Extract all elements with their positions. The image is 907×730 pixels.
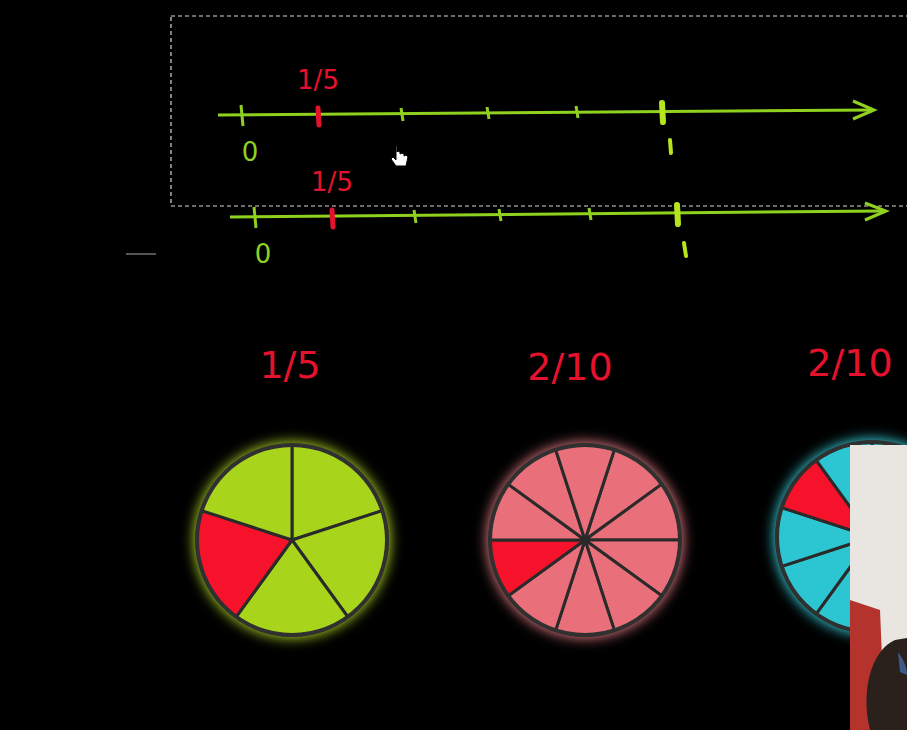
pie-outline bbox=[777, 442, 907, 632]
fraction-pie: 2/10 bbox=[478, 347, 692, 647]
pie-outline bbox=[197, 445, 387, 635]
fraction-tick bbox=[318, 108, 319, 125]
pen-mark bbox=[684, 243, 686, 256]
mouse-cursor bbox=[391, 145, 408, 166]
origin-label: 0 bbox=[255, 240, 272, 269]
whole-tick bbox=[662, 103, 663, 122]
pie-shape bbox=[478, 433, 692, 647]
axis-line bbox=[230, 211, 884, 217]
tick bbox=[487, 107, 489, 119]
fraction-label: 1/5 bbox=[259, 345, 320, 387]
number-line bbox=[218, 101, 874, 153]
fraction-pie: 2/10 bbox=[765, 343, 907, 644]
number-line bbox=[230, 203, 886, 256]
origin-label: 0 bbox=[242, 138, 259, 167]
axis-arrowhead bbox=[865, 203, 886, 220]
fraction-tick bbox=[332, 210, 333, 227]
fraction-pie: 1/5 bbox=[185, 345, 399, 647]
webcam-inset bbox=[850, 445, 907, 730]
tick bbox=[589, 208, 591, 220]
pie-shape bbox=[185, 433, 399, 647]
pie-group bbox=[777, 442, 907, 632]
webcam-hair bbox=[866, 638, 907, 730]
fraction-label: 2/10 bbox=[807, 343, 892, 385]
tick bbox=[576, 106, 578, 118]
selection-box bbox=[171, 16, 907, 206]
pie-group bbox=[197, 445, 387, 635]
pie-outline bbox=[490, 445, 680, 635]
stray-mark bbox=[126, 253, 156, 255]
pie-slice bbox=[872, 537, 907, 632]
pie-slice bbox=[202, 445, 292, 540]
whole-tick bbox=[677, 205, 678, 224]
tick-label: 1/5 bbox=[311, 168, 353, 197]
tick bbox=[499, 209, 501, 221]
tick bbox=[241, 105, 243, 126]
webcam-clothing bbox=[850, 600, 885, 730]
tick bbox=[401, 108, 403, 121]
pie-slice bbox=[872, 460, 907, 537]
tick-label: 1/5 bbox=[297, 66, 339, 95]
tick bbox=[254, 207, 256, 228]
pie-slice bbox=[556, 445, 615, 540]
pie-shape bbox=[765, 430, 907, 644]
pen-mark bbox=[670, 140, 671, 153]
pie-group bbox=[490, 445, 680, 635]
axis-arrowhead bbox=[853, 101, 874, 119]
webcam-detail bbox=[898, 652, 907, 675]
fraction-label: 2/10 bbox=[527, 347, 612, 389]
tick bbox=[414, 210, 416, 223]
